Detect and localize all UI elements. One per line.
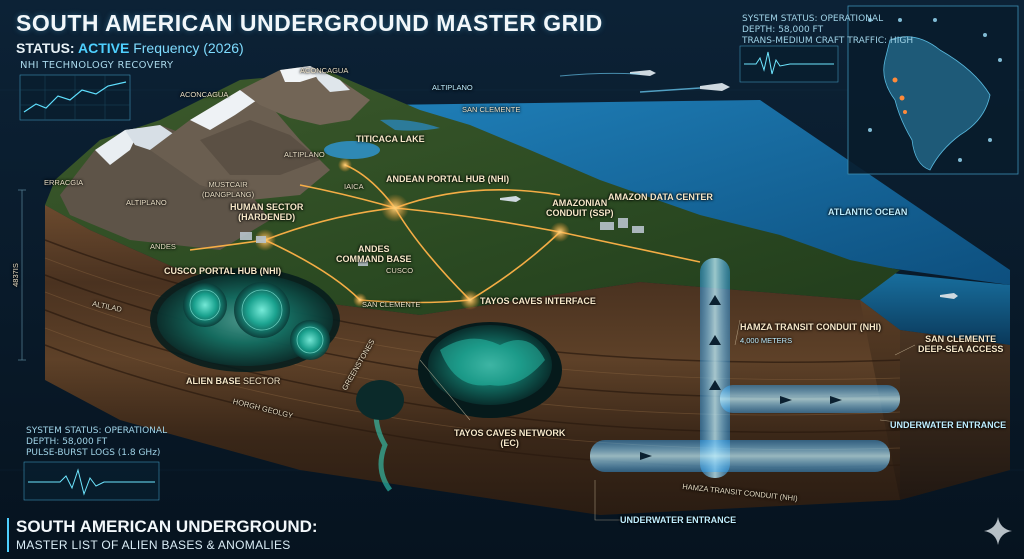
nhi-trend-chart xyxy=(19,74,131,121)
top-status-line2: DEPTH: 58,000 FT xyxy=(742,25,824,35)
tayos-caves xyxy=(356,322,562,492)
line-graph-icon xyxy=(23,81,127,113)
label-andean-hub: ANDEAN PORTAL HUB (NHI) xyxy=(386,174,510,184)
label-alien-base: ALIEN BASE SECTOR xyxy=(186,376,280,386)
page-title: SOUTH AMERICAN UNDERGROUND MASTER GRID xyxy=(16,10,603,36)
label-altiplano-mid: ALTIPLANO xyxy=(284,150,325,159)
top-status-line3: TRANS-MEDIUM CRAFT TRAFFIC: HIGH xyxy=(742,36,914,46)
label-aconcagua-top: ACONCAGUA xyxy=(300,66,349,75)
label-depth-axis: 4837IS xyxy=(10,263,20,287)
status-label: STATUS: xyxy=(16,40,75,56)
label-hamza-depth: 4,000 METERS xyxy=(740,336,793,345)
label-tayos-network: TAYOS CAVES NETWORK (EC) xyxy=(454,428,566,448)
label-andes: ANDES xyxy=(150,242,176,251)
label-amazonian-conduit: AMAZONIAN CONDUIT (SSP) xyxy=(546,198,614,218)
south-america-map-icon xyxy=(883,36,991,171)
label-mustcair: MUSTCAIR (DANGPLANG) xyxy=(202,180,255,199)
top-status-line1: SYSTEM STATUS: OPERATIONAL xyxy=(742,14,884,24)
label-erracgia: ERRACGIA xyxy=(44,178,84,187)
surface-buildings xyxy=(240,218,644,266)
label-atlantic: ATLANTIC OCEAN xyxy=(828,207,908,217)
label-san-clemente-deep: SAN CLEMENTE DEEP-SEA ACCESS xyxy=(918,334,1004,354)
bottom-status-line3: PULSE-BURST LOGS (1.8 GHz) xyxy=(26,448,161,458)
status-value: ACTIVE xyxy=(77,40,130,56)
hamza-conduit xyxy=(590,258,900,478)
strata-right xyxy=(860,300,1010,500)
status-waveform-top xyxy=(739,45,839,83)
waveform-icon xyxy=(744,51,834,75)
ocean-surface xyxy=(380,100,1010,285)
label-iaica: IAICA xyxy=(344,182,364,191)
bottom-status-line2: DEPTH: 58,000 FT xyxy=(26,437,108,447)
label-underwater-bottom: UNDERWATER ENTRANCE xyxy=(620,515,737,525)
header: SOUTH AMERICAN UNDERGROUND MASTER GRID S… xyxy=(16,10,603,56)
surface-network xyxy=(189,164,701,304)
alien-base-cavern xyxy=(150,268,340,372)
footer-subtitle: MASTER LIST OF ALIEN BASES & ANOMALIES xyxy=(16,538,291,552)
sparkle-icon xyxy=(984,517,1012,545)
status-waveform-bottom xyxy=(23,461,160,501)
nhi-label: NHI TECHNOLOGY RECOVERY xyxy=(20,60,174,71)
label-andes-command: ANDES COMMAND BASE xyxy=(336,244,412,264)
status-frequency: Frequency (2026) xyxy=(133,40,244,56)
label-human-sector: HUMAN SECTOR (HARDENED) xyxy=(230,202,304,222)
label-aconcagua-left: ACONCAGUA xyxy=(180,90,229,99)
label-alien-base-name: ALIEN BASE xyxy=(186,376,241,386)
label-titicaca: TITICACA LAKE xyxy=(356,134,425,144)
label-altiplano-left: ALTIPLANO xyxy=(126,198,167,207)
label-underwater-right: UNDERWATER ENTRANCE xyxy=(890,420,1007,430)
label-san-clemente-top: SAN CLEMENTE xyxy=(462,105,521,114)
andes-mountains xyxy=(60,66,370,250)
top-status-block: SYSTEM STATUS: OPERATIONAL DEPTH: 58,000… xyxy=(742,14,913,47)
label-alien-base-sector: SECTOR xyxy=(243,376,281,386)
bottom-status-line1: SYSTEM STATUS: OPERATIONAL xyxy=(26,426,168,436)
label-altiplano-top: ALTIPLANO xyxy=(432,83,473,92)
label-amazon-data: AMAZON DATA CENTER xyxy=(608,192,713,202)
ocean-side xyxy=(840,268,1010,345)
titicaca-lake xyxy=(324,141,380,159)
aircraft xyxy=(500,70,958,299)
bottom-status-block: SYSTEM STATUS: OPERATIONAL DEPTH: 58,000… xyxy=(26,426,167,459)
status-line: STATUS: ACTIVE Frequency (2026) xyxy=(16,40,603,56)
south-america-minimap xyxy=(847,5,1019,175)
label-cusco-hub: CUSCO PORTAL HUB (NHI) xyxy=(164,266,282,276)
label-tayos-interface: TAYOS CAVES INTERFACE xyxy=(480,296,596,306)
footer-title: SOUTH AMERICAN UNDERGROUND: xyxy=(16,517,318,536)
label-cusco: CUSCO xyxy=(386,266,414,275)
label-hamza-conduit: HAMZA TRANSIT CONDUIT (NHI) xyxy=(740,322,882,332)
label-san-clemente-mid: SAN CLEMENTE xyxy=(362,300,421,309)
